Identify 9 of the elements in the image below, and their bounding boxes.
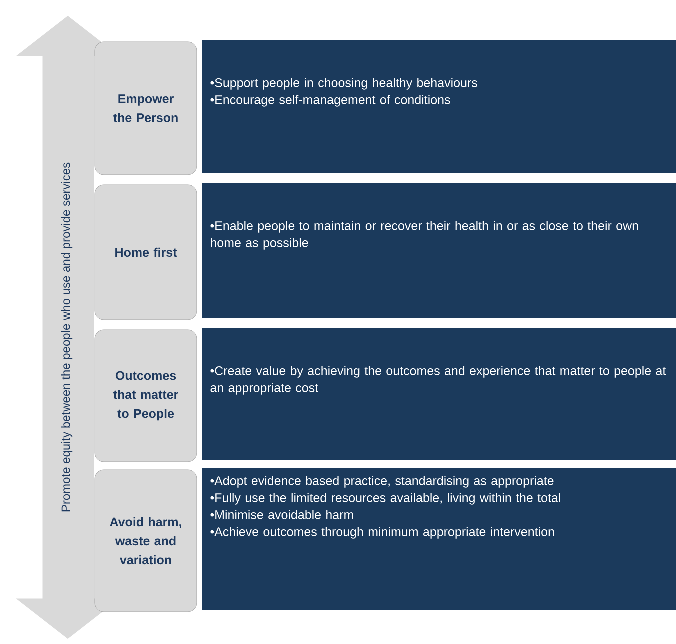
text-panel: •Adopt evidence based practice, standardising as appropriate •Fully use the limited resources available, living within the total •Minimise avoidable harm •Achieve outcomes through minimum appropriate intervention: [202, 468, 676, 610]
text-panel: •Support people in choosing healthy behaviours •Encourage self-management of conditions: [202, 40, 676, 173]
heading-box: Avoid harm, waste and variation: [94, 470, 198, 612]
heading-box: Empower the Person: [94, 42, 198, 176]
heading-box: Outcomes that matter to People: [94, 330, 198, 462]
text-panel: •Create value by achieving the outcomes and experience that matter to people at an appropriate cost: [202, 328, 676, 460]
text-panel: •Enable people to maintain or recover their health in or as close to their own home as possible: [202, 183, 676, 318]
heading-box: Home first: [94, 184, 198, 320]
node-label: Promote equity between the people who use and provide services: [61, 162, 73, 512]
